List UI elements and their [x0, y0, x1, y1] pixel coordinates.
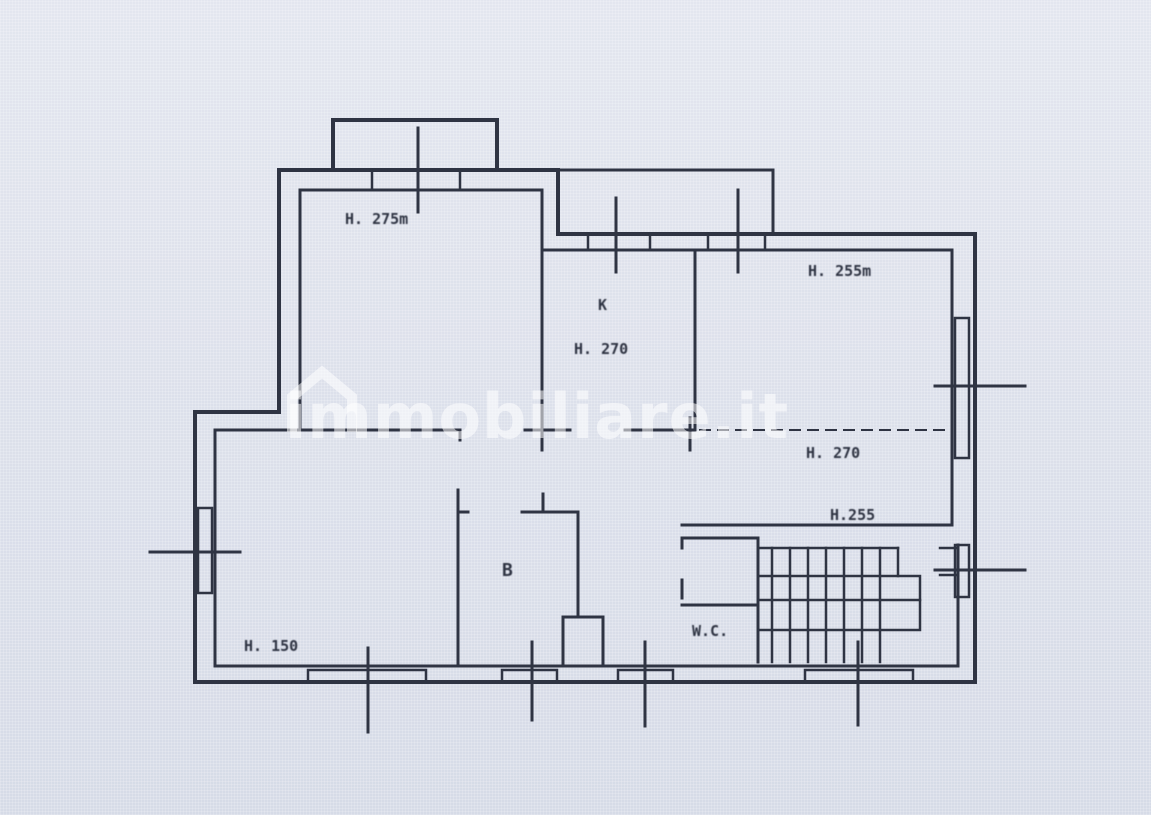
outer-wall [193, 168, 977, 684]
room-label-bath: B [502, 560, 513, 581]
room-label-hall: H. 270 [806, 444, 861, 462]
room-label-top-left: H. 275m [345, 210, 409, 228]
room-label-kitchen-height: H. 270 [574, 340, 629, 358]
room-label-living: H. 150 [244, 637, 299, 655]
room-label-wc: W.C. [692, 622, 729, 640]
room-label-kitchen: K [598, 296, 608, 314]
inner-wall [298, 188, 954, 527]
watermark-text: immobiliare.it [285, 380, 790, 453]
room-label-top-right: H. 255m [808, 262, 872, 280]
balcony-left [331, 118, 499, 170]
balcony-right [556, 168, 775, 236]
room-label-landing: H.255 [830, 506, 876, 524]
house-icon [282, 362, 362, 442]
